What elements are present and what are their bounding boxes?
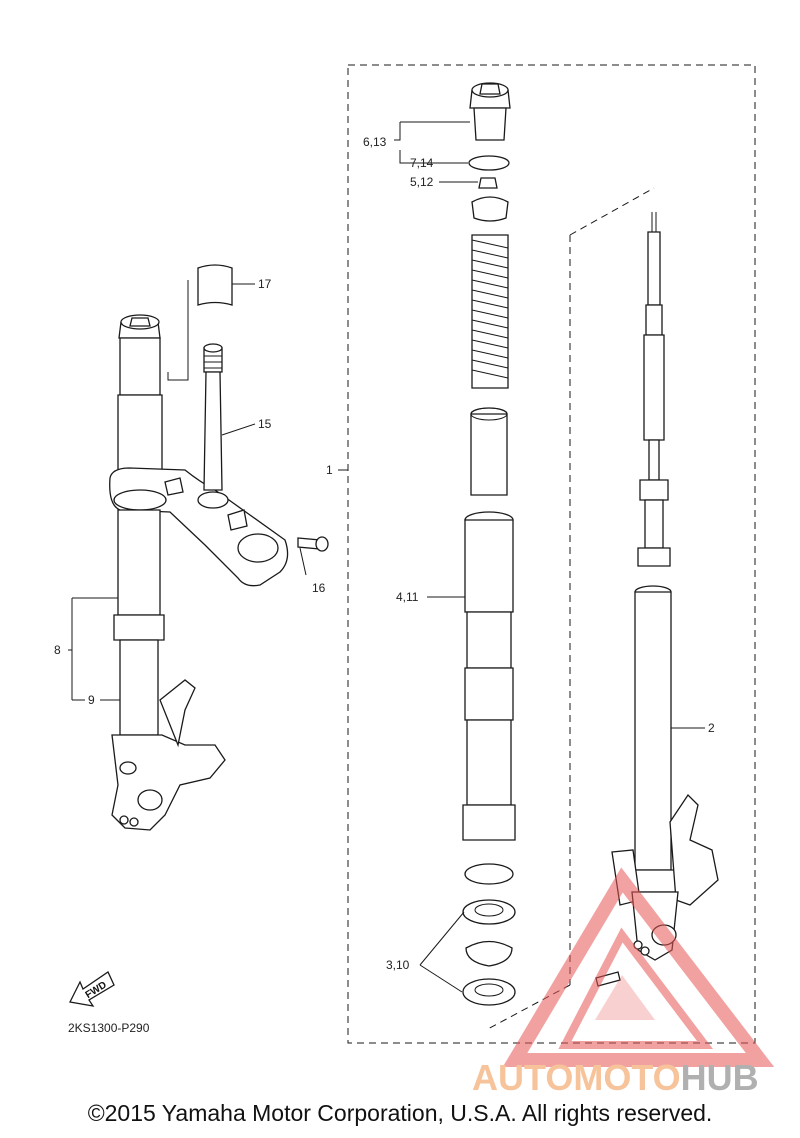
damper-rod [637, 212, 671, 567]
fwd-arrow-icon: FWD [69, 971, 115, 1007]
part-5-12-nut [478, 177, 498, 189]
oil-seal [462, 899, 516, 925]
diagram-code: 2KS1300-P290 [68, 1021, 150, 1035]
circlip [465, 940, 513, 967]
label-8: 8 [54, 643, 61, 657]
watermark-text: AUTOMOTOHUB [472, 1057, 759, 1098]
label-16: 16 [312, 581, 326, 595]
label-2: 2 [708, 721, 715, 735]
automotohub-watermark-logo [502, 867, 775, 1067]
label-17: 17 [258, 277, 272, 291]
dust-seal [462, 978, 516, 1006]
fork-spring [471, 234, 509, 389]
label-9: 9 [88, 693, 95, 707]
ring-a [464, 863, 514, 885]
watermark-part2: HUB [681, 1057, 759, 1098]
spacer-collar [470, 407, 508, 496]
part-15-steering-stem [197, 343, 229, 509]
part-6-13-cap-bolt [469, 82, 511, 141]
assembled-fork [109, 314, 289, 831]
watermark-part1: AUTOMOTO [472, 1057, 681, 1098]
label-1: 1 [326, 463, 333, 477]
label-7-14: 7,14 [410, 156, 434, 170]
spring-seat [471, 196, 509, 222]
label-4-11: 4,11 [396, 590, 419, 604]
label-3-10: 3,10 [386, 958, 410, 972]
part-16-bolt [297, 536, 329, 552]
label-5-12: 5,12 [410, 175, 434, 189]
label-15: 15 [258, 417, 272, 431]
copyright-notice: ©2015 Yamaha Motor Corporation, U.S.A. A… [87, 1100, 713, 1126]
part-4-11-inner-tube [462, 511, 516, 841]
part-17-clip [197, 264, 233, 306]
label-6-13: 6,13 [363, 135, 387, 149]
part-2-outer-tube [611, 585, 719, 961]
part-7-14-o-ring [468, 155, 510, 171]
